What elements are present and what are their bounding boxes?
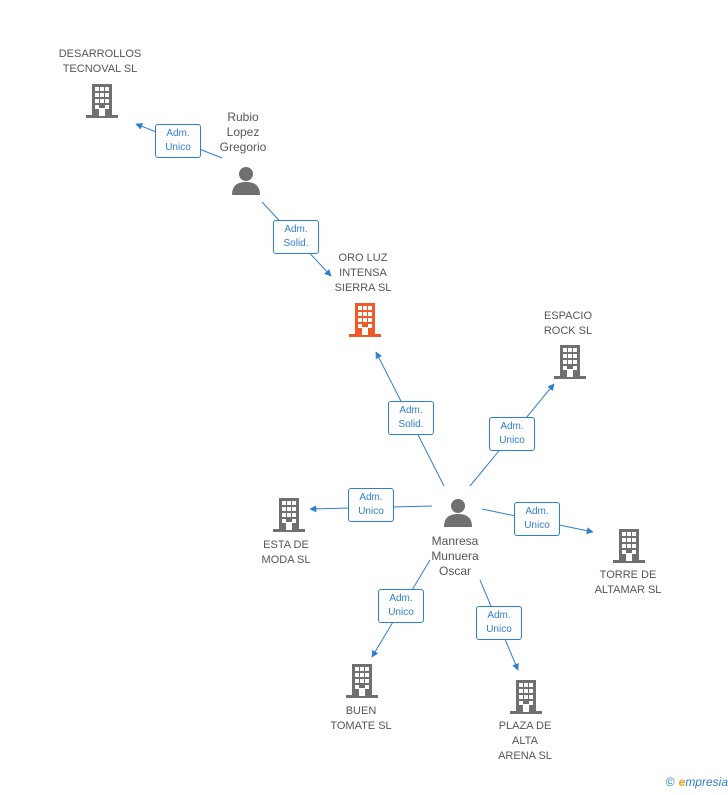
edge-label-rubio-oroluz[interactable]: Adm. Solid. bbox=[273, 220, 319, 254]
node-label-rubio[interactable]: Rubio Lopez Gregorio bbox=[219, 110, 267, 154]
edge-label-manresa-plaza[interactable]: Adm. Unico bbox=[476, 606, 522, 640]
node-label-manresa[interactable]: Manresa Munuera Oscar bbox=[431, 534, 479, 578]
edge-label-rubio-desarrollos[interactable]: Adm. Unico bbox=[155, 124, 201, 158]
brand-name: mpresia bbox=[685, 775, 728, 789]
node-label-esta[interactable]: ESTA DE MODA SL bbox=[261, 539, 311, 566]
node-label-espacio[interactable]: ESPACIO ROCK SL bbox=[543, 310, 593, 337]
building-icon-desarrollos[interactable] bbox=[86, 84, 118, 118]
footer-brand[interactable]: ©empresia bbox=[666, 775, 728, 789]
node-label-oroluz[interactable]: ORO LUZ INTENSA SIERRA SL bbox=[334, 252, 392, 294]
building-icon-oroluz[interactable] bbox=[349, 303, 381, 337]
node-label-buen[interactable]: BUEN TOMATE SL bbox=[330, 705, 392, 732]
edge-label-manresa-espacio[interactable]: Adm. Unico bbox=[489, 417, 535, 451]
building-icon-torre[interactable] bbox=[613, 529, 645, 563]
edge-label-manresa-esta[interactable]: Adm. Unico bbox=[348, 488, 394, 522]
edge-label-manresa-oroluz[interactable]: Adm. Solid. bbox=[388, 401, 434, 435]
person-icon-manresa[interactable] bbox=[443, 498, 473, 528]
building-icon-esta[interactable] bbox=[273, 498, 305, 532]
building-icon-espacio[interactable] bbox=[554, 345, 586, 379]
building-icon-buen[interactable] bbox=[346, 664, 378, 698]
building-icon-plaza[interactable] bbox=[510, 680, 542, 714]
copyright-symbol: © bbox=[665, 775, 675, 789]
edge-label-manresa-torre[interactable]: Adm. Unico bbox=[514, 502, 560, 536]
node-label-torre[interactable]: TORRE DE ALTAMAR SL bbox=[594, 569, 662, 596]
brand-logo-e: e bbox=[678, 775, 686, 789]
node-label-plaza[interactable]: PLAZA DE ALTA ARENA SL bbox=[498, 720, 552, 762]
node-label-desarrollos[interactable]: DESARROLLOS TECNOVAL SL bbox=[58, 48, 142, 75]
person-icon-rubio[interactable] bbox=[231, 166, 261, 196]
edges bbox=[135, 123, 594, 671]
edge-label-manresa-buen[interactable]: Adm. Unico bbox=[378, 589, 424, 623]
